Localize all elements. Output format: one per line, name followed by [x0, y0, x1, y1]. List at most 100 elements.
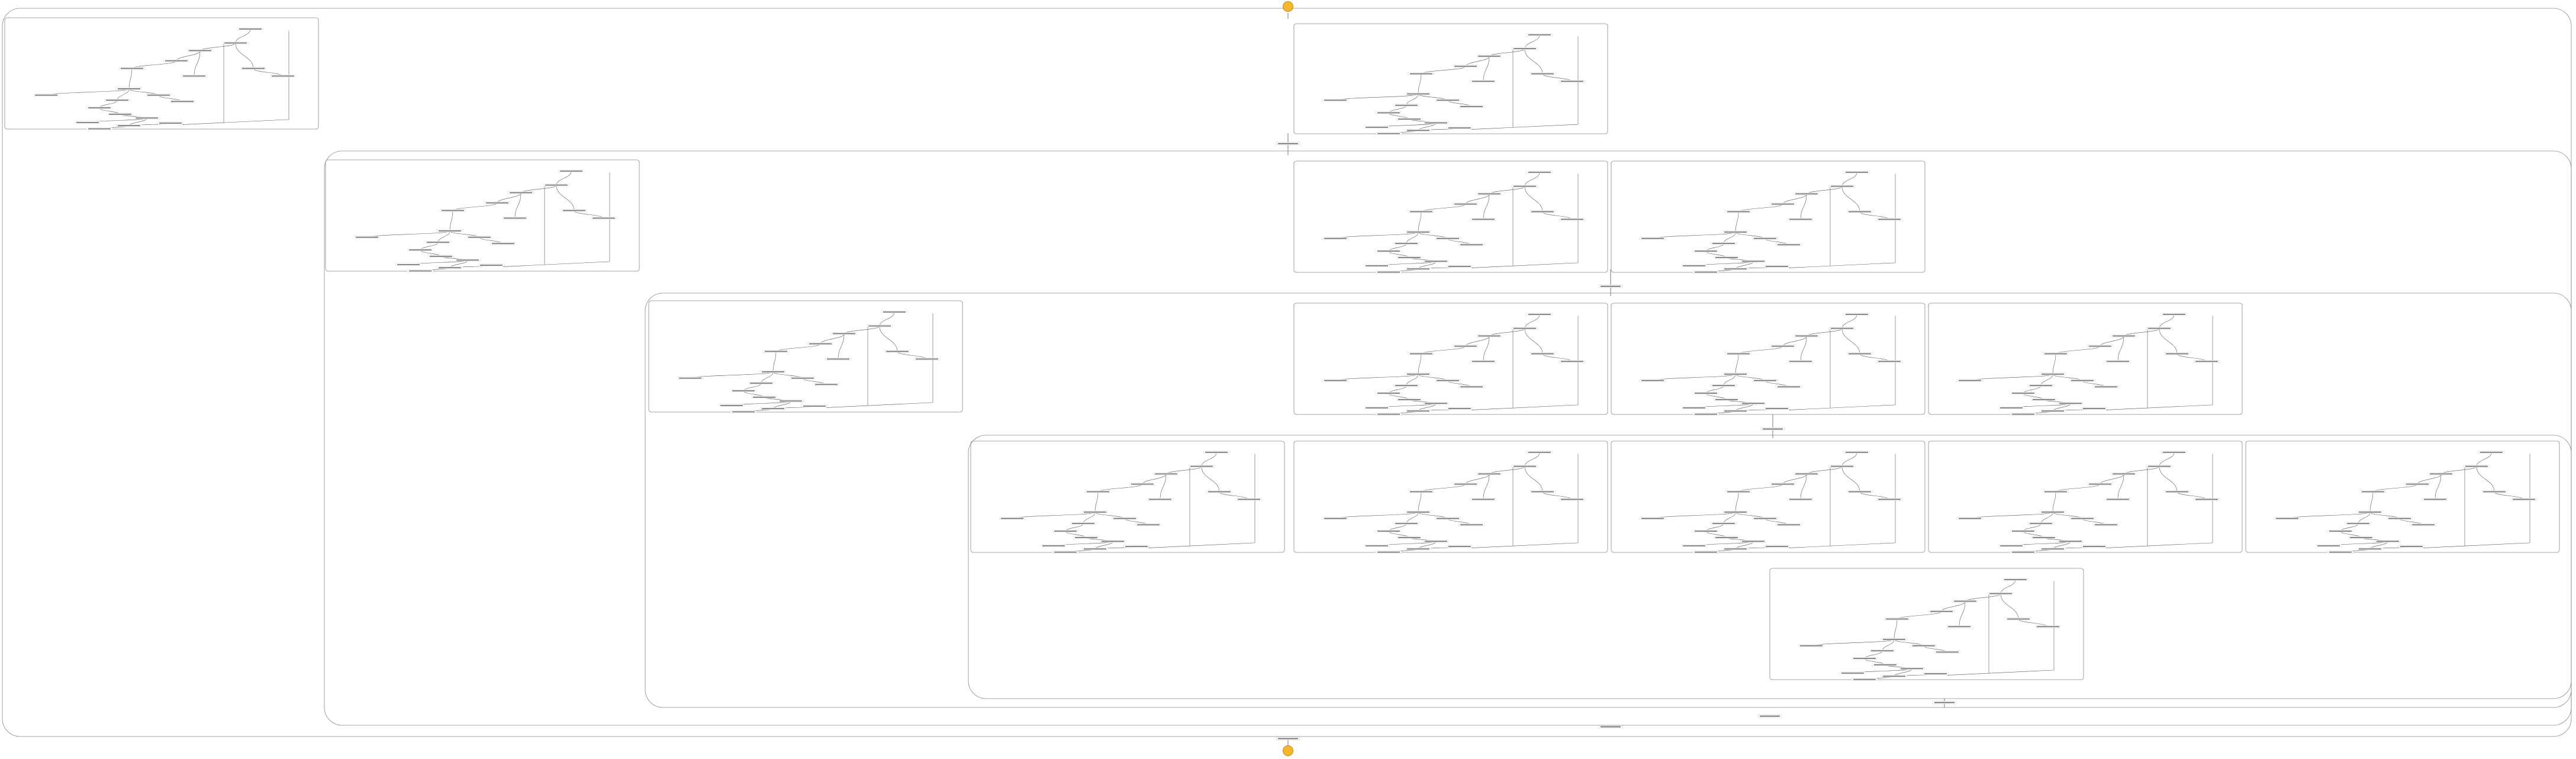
- flow-edge: [1524, 49, 1543, 75]
- loop-cluster: [2, 8, 2572, 737]
- flow-edge: [1524, 35, 1540, 49]
- flow-node-label-placeholder: [2317, 545, 2340, 546]
- flow-node-label-placeholder: [1849, 491, 1871, 493]
- flow-node-label-placeholder: [1531, 73, 1554, 75]
- flow-edge: [879, 312, 895, 327]
- flow-node-label-placeholder: [1410, 73, 1432, 75]
- diagram-terminals: [1283, 1, 1293, 756]
- flow-node-label-placeholder: [1398, 399, 1421, 400]
- flow-edge: [1524, 466, 1543, 492]
- flow-node-label-placeholder: [1437, 99, 1459, 101]
- flow-node-label-placeholder: [1766, 408, 1788, 409]
- flow-node-label-placeholder: [1561, 499, 1583, 500]
- flow-node-label-placeholder: [1795, 193, 1818, 195]
- flow-node-label-placeholder: [1936, 651, 1959, 653]
- flow-edge: [2435, 474, 2442, 500]
- flow-edge: [1524, 186, 1543, 212]
- flow-node-label-placeholder: [1084, 512, 1106, 513]
- flow-node-label-placeholder: [1800, 645, 1822, 647]
- flow-node-label-placeholder: [1395, 523, 1418, 525]
- flow-node-label-placeholder: [1695, 551, 1717, 553]
- flow-node-label-placeholder: [504, 217, 526, 219]
- flow-node-label-placeholder: [2412, 524, 2435, 526]
- flow-node-label-placeholder: [1448, 266, 1471, 267]
- flow-node-label-placeholder: [1410, 211, 1432, 213]
- flow-node-label-placeholder: [1324, 379, 1347, 381]
- flow-node-label-placeholder: [1846, 172, 1868, 173]
- flow-node-label-placeholder: [1366, 127, 1388, 128]
- loop-cluster: [645, 292, 2572, 708]
- flow-edge: [2476, 452, 2492, 467]
- subflow-border: [1293, 440, 1608, 553]
- flow-node-label-placeholder: [1410, 491, 1432, 493]
- flow-edge: [772, 351, 777, 372]
- subflow-block: [1293, 303, 1608, 416]
- flow-node-label-placeholder: [1324, 99, 1347, 101]
- flow-node-label-placeholder: [1042, 545, 1065, 546]
- flow-edge: [235, 29, 251, 44]
- flow-node-label-placeholder: [1683, 407, 1705, 409]
- flow-node-label-placeholder: [1407, 231, 1429, 233]
- flow-node-label-placeholder: [1460, 106, 1483, 107]
- flow-edge: [1841, 314, 1857, 329]
- flow-node-label-placeholder: [2163, 314, 2185, 315]
- flow-node-label-placeholder: [1087, 491, 1109, 493]
- flow-node-label-placeholder: [1912, 645, 1935, 647]
- flow-edge: [1735, 491, 1739, 513]
- flow-node-label-placeholder: [1514, 465, 1536, 467]
- flow-edge: [826, 313, 933, 408]
- subflow-border: [970, 440, 1285, 553]
- flow-node-label-placeholder: [1377, 250, 1400, 252]
- flow-node-label-placeholder: [1853, 658, 1876, 659]
- flow-node-label-placeholder: [1754, 517, 1776, 519]
- subflow-block: [1293, 440, 1608, 554]
- flow-node-label-placeholder: [2163, 452, 2185, 453]
- flow-edge: [449, 210, 453, 231]
- flow-node-label-placeholder: [1531, 211, 1554, 213]
- flow-node-label-placeholder: [1205, 452, 1228, 453]
- flow-node-label-placeholder: [1766, 266, 1788, 267]
- flow-node-label-placeholder: [1407, 93, 1429, 95]
- flow-node-label-placeholder: [2012, 393, 2034, 394]
- flow-edge: [2369, 491, 2374, 513]
- flow-node-label-placeholder: [1155, 473, 1177, 475]
- flow-node-label-placeholder: [1772, 483, 1794, 485]
- flow-node-label-placeholder: [2044, 491, 2067, 493]
- flow-node-label-placeholder: [2166, 491, 2188, 493]
- subflow-border: [648, 300, 963, 413]
- flow-node-label-placeholder: [1878, 499, 1901, 500]
- flow-node-label-placeholder: [2113, 473, 2135, 475]
- flow-node-label-placeholder: [1377, 530, 1400, 532]
- flow-edge: [1418, 211, 1422, 233]
- flow-edge: [2159, 314, 2175, 329]
- flow-node-label-placeholder: [2388, 517, 2411, 519]
- flow-node-label-placeholder: [1695, 393, 1717, 394]
- flow-node-label-placeholder: [1849, 211, 1871, 213]
- flow-node-label-placeholder: [827, 358, 849, 360]
- flow-node-label-placeholder: [1395, 243, 1418, 245]
- subflow-block: [1928, 440, 2243, 554]
- flow-edge: [838, 333, 845, 359]
- flow-node-label-placeholder: [1425, 260, 1447, 262]
- flow-node-label-placeholder: [1528, 34, 1551, 36]
- flow-edge: [2159, 328, 2178, 354]
- subflow-block: [1769, 568, 2084, 681]
- flow-node-label-placeholder: [1398, 118, 1421, 120]
- flow-node-label-placeholder: [1778, 386, 1800, 388]
- flow-node-label-placeholder: [1831, 465, 1853, 467]
- flow-node-label-placeholder: [1789, 218, 1812, 220]
- flow-node-label-placeholder: [1742, 260, 1764, 262]
- flow-node-label-placeholder: [593, 217, 615, 219]
- flow-node-label-placeholder: [1531, 353, 1554, 355]
- flow-node-label-placeholder: [1772, 345, 1794, 347]
- subflow-border: [1293, 23, 1608, 134]
- flow-node-label-placeholder: [1149, 499, 1171, 500]
- flow-node-label-placeholder: [1641, 237, 1664, 239]
- flow-edge: [2159, 466, 2178, 492]
- flow-node-label-placeholder: [2347, 523, 2369, 525]
- flow-node-label-placeholder: [1531, 491, 1554, 493]
- flow-node-label-placeholder: [765, 350, 787, 352]
- flow-node-label-placeholder: [1715, 537, 1738, 538]
- diagram-clusters: [2, 8, 2572, 737]
- flow-node-label-placeholder: [183, 75, 205, 77]
